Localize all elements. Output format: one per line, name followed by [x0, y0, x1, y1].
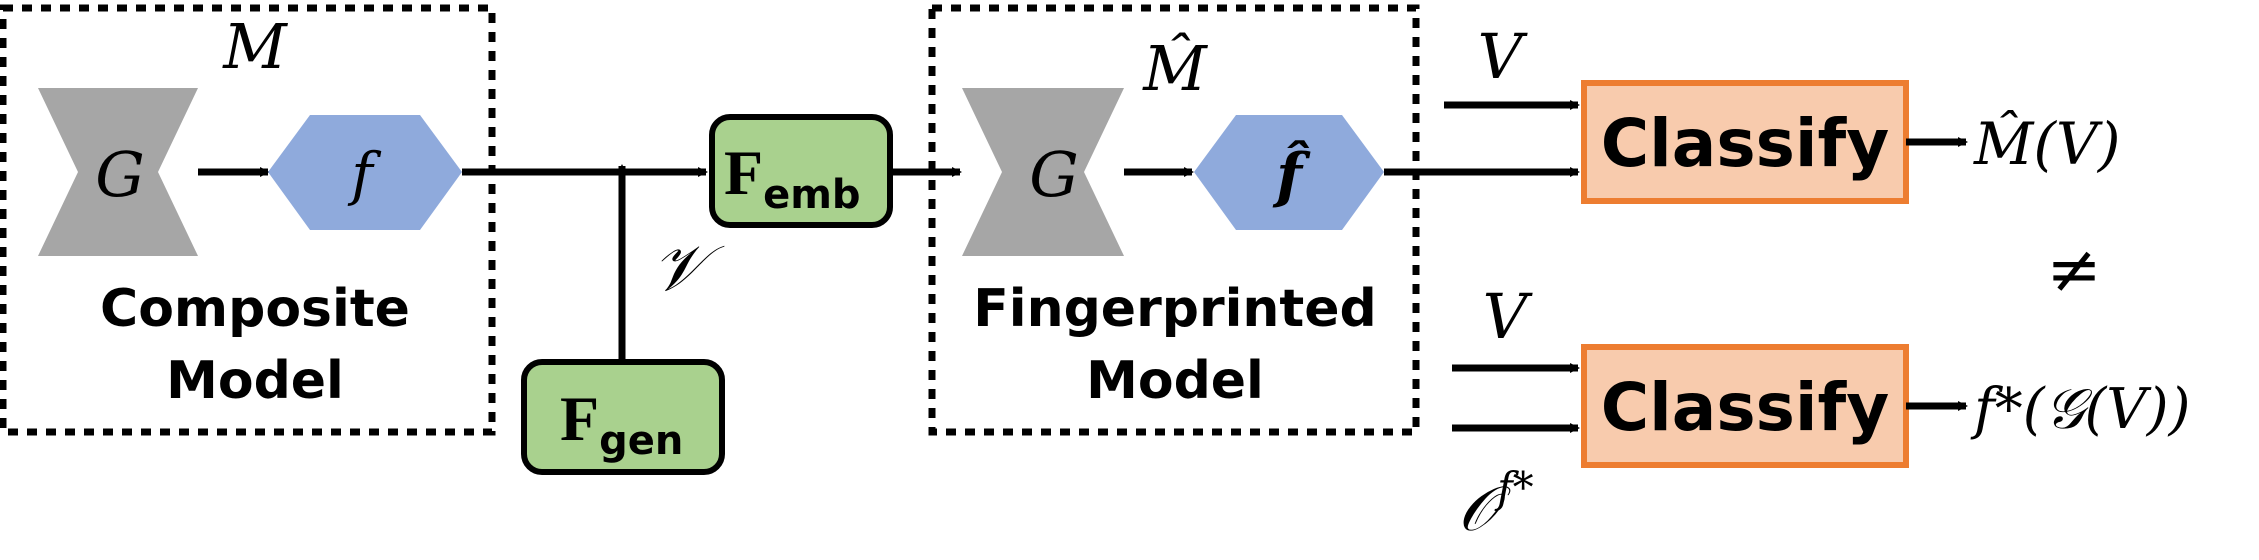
- oracle-label: 𝒪f*: [1458, 463, 1534, 545]
- fingerprinted-model-title: M̂: [1142, 32, 1208, 105]
- composite-generator-label: G: [95, 138, 145, 211]
- femb-label: Femb: [724, 137, 861, 218]
- fgen-box: [521, 359, 725, 475]
- not-equal-sign: ≠: [2046, 231, 2101, 308]
- composite-caption-line1: Composite: [100, 279, 410, 339]
- composite-f-hexagon: [268, 115, 462, 230]
- composite-model-title: M: [222, 10, 288, 83]
- fingerprinted-generator-shape: [962, 88, 1124, 256]
- fingerprinted-model-box: [928, 4, 1420, 436]
- bottom-classify-box: [1581, 344, 1909, 468]
- fingerprinted-generator-label: G: [1029, 138, 1079, 211]
- top-classify-box: [1581, 80, 1909, 204]
- top-classify-label: Classify: [1601, 105, 1890, 182]
- bottom-output-label: f*(𝒢(V)): [1970, 377, 2190, 442]
- fingerprinted-caption-line1: Fingerprinted: [973, 279, 1377, 339]
- fingerprinted-fhat-hexagon: [1194, 115, 1384, 230]
- composite-generator-shape: [38, 88, 198, 256]
- bottom-input-v-label: V: [1483, 280, 1534, 353]
- v-script-label: 𝒱: [652, 232, 725, 306]
- top-input-v-label: V: [1478, 20, 1529, 93]
- fingerprinted-caption-line2: Model: [1086, 351, 1264, 411]
- bottom-classify-label: Classify: [1601, 369, 1890, 446]
- fgen-label: Fgen: [560, 383, 683, 464]
- composite-caption-line2: Model: [166, 351, 344, 411]
- top-output-label: M̂(V): [1973, 109, 2121, 178]
